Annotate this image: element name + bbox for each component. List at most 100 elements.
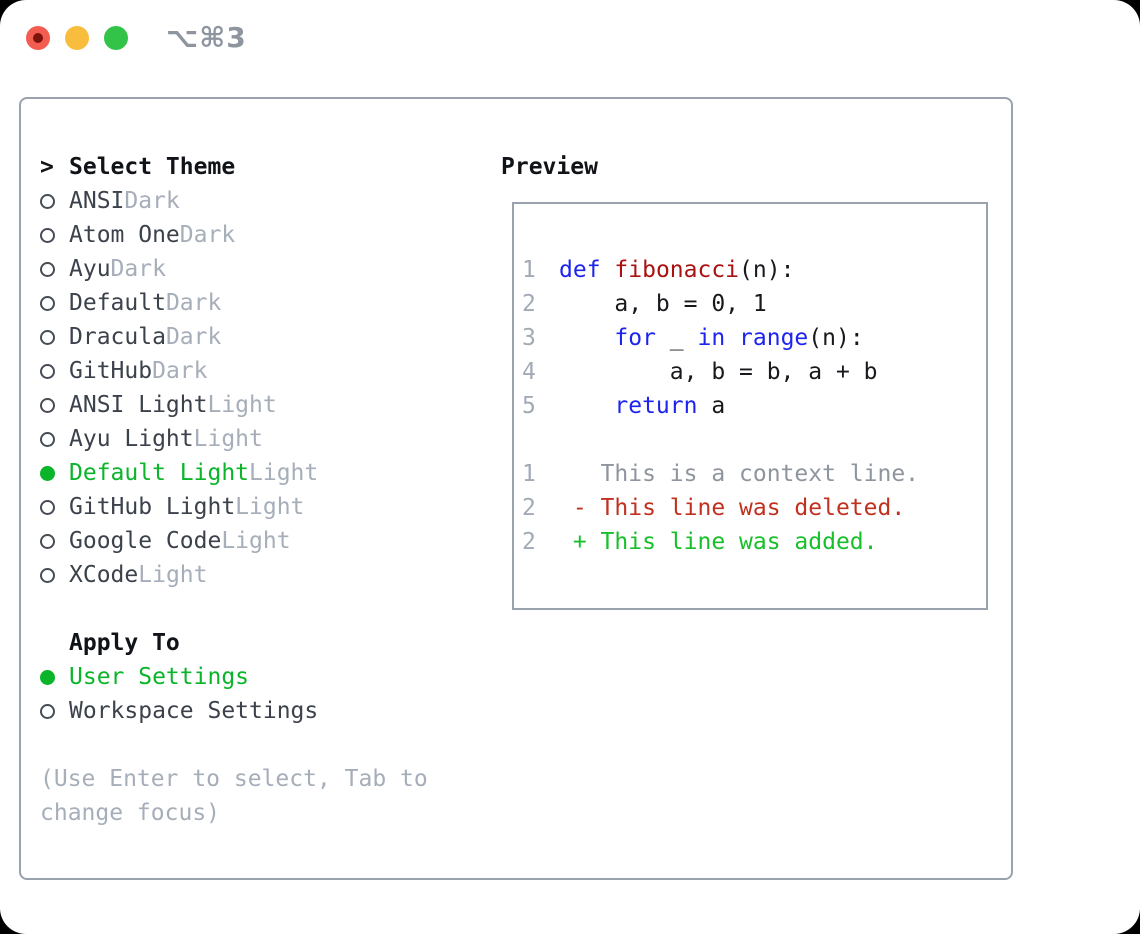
theme-variant-label: Dark: [179, 222, 236, 248]
code-token-plain: [559, 325, 614, 351]
line-number: 2: [522, 529, 536, 555]
radio-icon: [40, 329, 55, 345]
theme-option-google-code[interactable]: Google Code Light: [40, 524, 444, 558]
theme-variant-label: Dark: [165, 290, 222, 316]
select-theme-title: Select Theme: [69, 154, 236, 180]
radio-icon: [40, 533, 55, 549]
line-number: 5: [522, 393, 536, 419]
radio-selected-icon: [40, 669, 55, 685]
code-line: 5 return a: [522, 389, 986, 423]
theme-variant-label: Light: [249, 460, 319, 486]
radio-icon: [40, 227, 55, 243]
keyboard-hint: (Use Enter to select, Tab to change focu…: [40, 766, 428, 826]
radio-icon: [40, 431, 55, 447]
theme-option-default[interactable]: Default Dark: [40, 286, 444, 320]
line-number: 4: [522, 359, 536, 385]
close-button[interactable]: [26, 26, 50, 50]
radio-icon: [40, 499, 55, 515]
line-number: 2: [522, 495, 536, 521]
radio-icon: [40, 261, 55, 277]
code-line: 2 - This line was deleted.: [522, 491, 986, 525]
theme-option-ansi[interactable]: ANSI Dark: [40, 184, 444, 218]
code-token-plain: a: [697, 393, 726, 419]
minimize-button[interactable]: [65, 26, 89, 50]
close-dot-icon: [33, 33, 43, 43]
code-token-context: This is a context line.: [559, 461, 920, 487]
apply-to-header: Apply To: [40, 626, 444, 660]
code-token-plain: _: [655, 325, 698, 351]
theme-variant-label: Dark: [124, 188, 180, 214]
theme-variant-label: Light: [193, 426, 263, 452]
line-number: 1: [522, 257, 536, 283]
code-line: 4 a, b = b, a + b: [522, 355, 986, 389]
code-token-keyword: in: [697, 325, 726, 351]
code-token-plain: [601, 257, 615, 283]
radio-icon: [40, 193, 55, 209]
radio-icon: [40, 363, 55, 379]
theme-option-dracula[interactable]: Dracula Dark: [40, 320, 444, 354]
code-token-plain: a, b = b, a + b: [559, 359, 878, 385]
code-token-plain: a, b = 0, 1: [559, 291, 767, 317]
theme-variant-label: Dark: [152, 358, 208, 384]
code-token-deleted: - This line was deleted.: [559, 495, 906, 521]
code-token-added: + This line was added.: [559, 529, 878, 555]
theme-option-label: GitHub Light: [69, 494, 236, 520]
line-number: 2: [522, 291, 536, 317]
theme-option-xcode[interactable]: XCode Light: [40, 558, 444, 592]
select-theme-header: > Select Theme: [40, 150, 444, 184]
code-token-plain: [559, 393, 614, 419]
radio-icon: [40, 567, 55, 583]
code-token-keyword: for: [614, 325, 656, 351]
preview-title: Preview: [501, 154, 598, 180]
theme-option-label: Dracula: [69, 324, 166, 350]
theme-variant-label: Light: [207, 392, 277, 418]
theme-option-atom-one[interactable]: Atom One Dark: [40, 218, 444, 252]
theme-option-label: Default Light: [69, 460, 250, 486]
code-line: 3 for _ in range(n):: [522, 321, 986, 355]
title-bar: ⌥⌘3: [26, 21, 247, 54]
prompt-icon: >: [40, 154, 54, 180]
theme-option-label: ANSI: [69, 188, 125, 214]
code-token-keyword: return: [614, 393, 698, 419]
apply-option-user-settings[interactable]: User Settings: [40, 660, 444, 694]
theme-option-ayu-light[interactable]: Ayu Light Light: [40, 422, 444, 456]
radio-selected-icon: [40, 465, 55, 481]
theme-option-github[interactable]: GitHub Dark: [40, 354, 444, 388]
line-number: 1: [522, 461, 536, 487]
window-shortcut-label: ⌥⌘3: [166, 21, 247, 54]
code-token-plain: (n):: [739, 257, 795, 283]
theme-option-label: GitHub: [69, 358, 153, 384]
radio-icon: [40, 703, 55, 719]
theme-option-ayu[interactable]: Ayu Dark: [40, 252, 444, 286]
code-line: 2 a, b = 0, 1: [522, 287, 986, 321]
code-blank-line: [522, 423, 986, 457]
theme-option-label: ANSI Light: [69, 392, 208, 418]
theme-option-default-light[interactable]: Default Light Light: [40, 456, 444, 490]
theme-option-label: Ayu: [69, 256, 111, 282]
theme-option-label: XCode: [69, 562, 139, 588]
code-token-keyword: def: [559, 257, 601, 283]
apply-option-label: User Settings: [69, 664, 250, 690]
code-token-function: fibonacci: [614, 257, 740, 283]
theme-option-label: Default: [69, 290, 166, 316]
theme-variant-label: Dark: [165, 324, 222, 350]
code-line: 1 def fibonacci(n):: [522, 253, 986, 287]
theme-variant-label: Light: [235, 494, 305, 520]
radio-icon: [40, 295, 55, 311]
apply-option-label: Workspace Settings: [69, 698, 319, 724]
theme-option-ansi-light[interactable]: ANSI Light Light: [40, 388, 444, 422]
theme-option-label: Google Code: [69, 528, 222, 554]
line-number: 3: [522, 325, 536, 351]
zoom-button[interactable]: [104, 26, 128, 50]
theme-option-label: Ayu Light: [69, 426, 194, 452]
code-token-plain: (n):: [808, 325, 864, 351]
theme-variant-label: Light: [138, 562, 208, 588]
theme-option-github-light[interactable]: GitHub Light Light: [40, 490, 444, 524]
apply-option-workspace-settings[interactable]: Workspace Settings: [40, 694, 444, 728]
code-line: 2 + This line was added.: [522, 525, 986, 559]
